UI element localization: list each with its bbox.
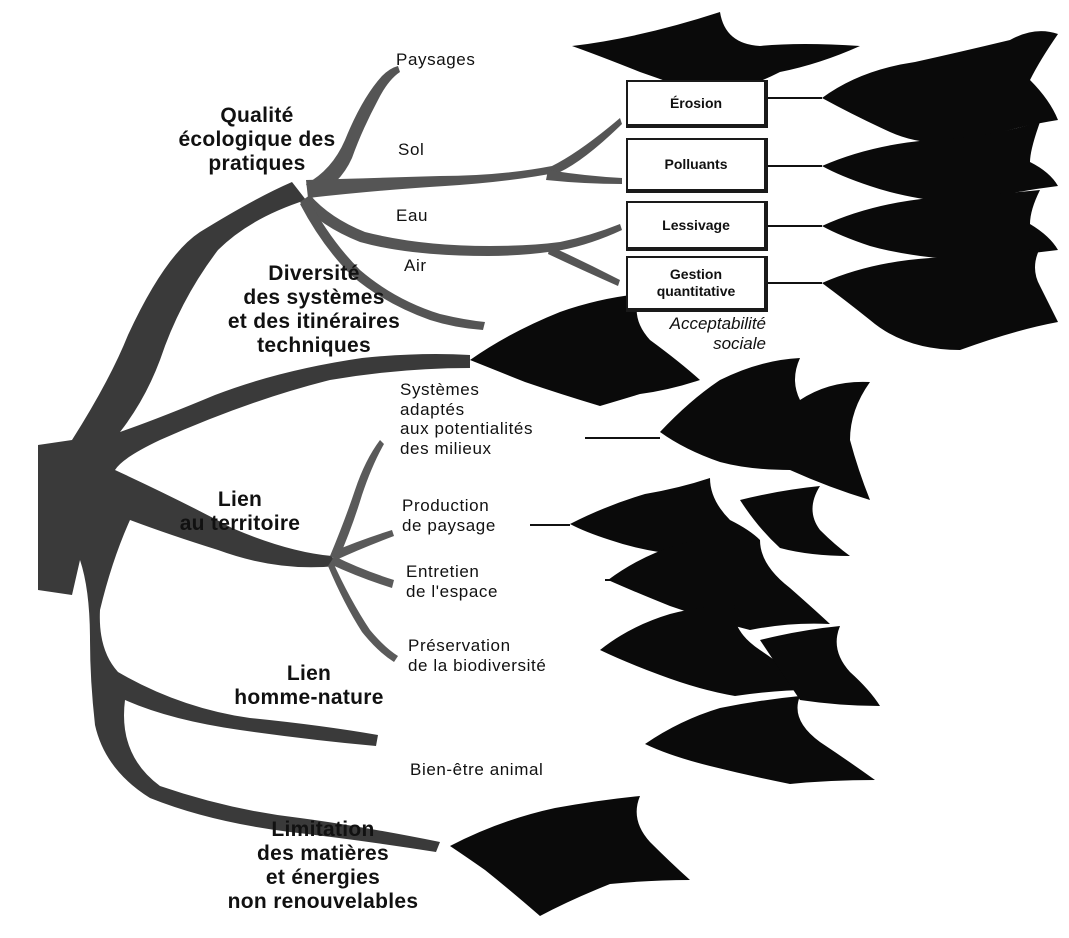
- subbranch-label-systemes: Systèmes adaptés aux potentialités des m…: [400, 380, 533, 458]
- branch-label-qualite: Qualité écologique des pratiques: [142, 104, 372, 176]
- leaf-preservation-tip: [760, 626, 880, 706]
- social-acceptability-label: Acceptabilité sociale: [626, 314, 766, 353]
- impact-box-erosion: Érosion: [626, 80, 768, 128]
- leaf-gestion: [822, 248, 1058, 350]
- leaf-limitation: [450, 796, 690, 916]
- branch-sol-polluants: [546, 170, 622, 184]
- subbranch-label-bien-etre: Bien-être animal: [410, 760, 543, 780]
- leaf-bien-etre: [645, 696, 875, 784]
- subbranch-label-preservation: Préservation de la biodiversité: [408, 636, 546, 675]
- subbranch-label-air: Air: [404, 256, 427, 276]
- impact-box-gestion: Gestion quantitative: [626, 256, 768, 312]
- subbranch-label-eau: Eau: [396, 206, 428, 226]
- subbranch-label-paysages: Paysages: [396, 50, 475, 70]
- subbranch-label-entretien: Entretien de l'espace: [406, 562, 498, 601]
- leaf-lessivage: [822, 190, 1058, 260]
- impact-box-polluants: Polluants: [626, 138, 768, 193]
- impact-box-lessivage: Lessivage: [626, 201, 768, 251]
- branch-label-limitation: Limitation des matières et énergies non …: [200, 818, 446, 915]
- subbranch-label-production: Production de paysage: [402, 496, 496, 535]
- leaf-erosion: [822, 31, 1058, 143]
- branch-eau: [300, 195, 622, 256]
- branch-label-lien-homme-nature: Lien homme-nature: [210, 662, 408, 710]
- branch-label-lien-territoire: Lien au territoire: [160, 488, 320, 536]
- branch-label-diversite: Diversité des systèmes et des itinéraire…: [188, 262, 440, 359]
- branch-eau-gestion: [548, 246, 620, 286]
- subbranch-label-sol: Sol: [398, 140, 424, 160]
